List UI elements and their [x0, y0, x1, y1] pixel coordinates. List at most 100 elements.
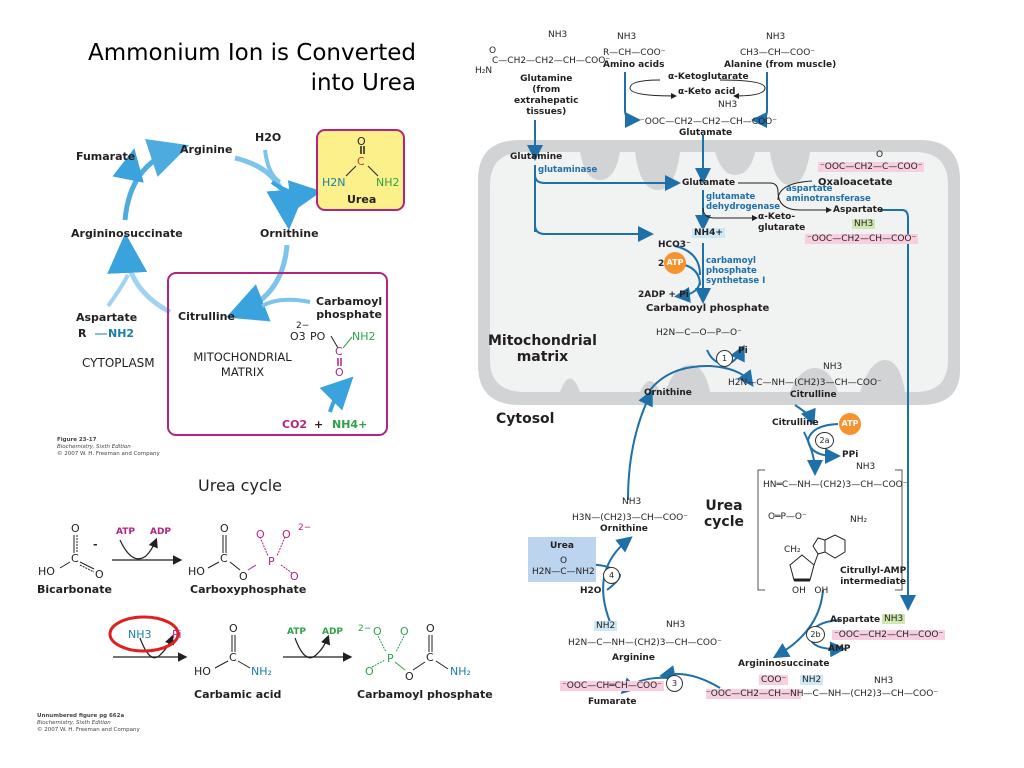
mitochondrial-matrix-label: Mitochondrial matrix — [488, 333, 597, 365]
glutamine-label-2: (from — [532, 85, 561, 95]
urea-label: Urea — [347, 193, 377, 206]
cytosol-citrulline: Citrulline — [772, 418, 819, 428]
adp-pi: 2ADP + Pi — [638, 290, 689, 300]
carbamoyl-p-o1: O — [373, 625, 382, 638]
label-arginine: Arginine — [180, 143, 233, 156]
alpha-keto-acid: α-Keto acid — [678, 87, 736, 97]
carboxy-p-o3: O — [290, 570, 299, 583]
carbamoyl-line-2: phosphate — [316, 308, 382, 321]
carboxy-ho: HO — [188, 565, 205, 578]
mito-line-1: MITOCHONDRIAL — [193, 350, 292, 364]
enzyme-glutamate-dehydrogenase: glutamate dehydrogenase — [706, 192, 780, 212]
camp-line-2: intermediate — [840, 577, 907, 587]
amino-acids-label: Amino acids — [603, 60, 665, 70]
cps1-line-3: synthetase I — [706, 276, 766, 286]
gdh-line-1: glutamate — [706, 192, 756, 202]
reaction1-atp: ATP — [116, 527, 136, 537]
mitochondrial-box — [167, 272, 388, 436]
subtitle-urea-cycle: Urea cycle — [198, 476, 283, 495]
carboxy-p: P — [268, 555, 275, 568]
label-ornithine: Ornithine — [260, 227, 319, 240]
argininosuccinate-nh2: NH2 — [800, 675, 824, 685]
arginine-label: Arginine — [612, 653, 655, 663]
fumarate-formula: ⁻OOC—CH═CH—COO⁻ — [560, 681, 664, 691]
glutamine-formula-text: C—CH2—CH2—CH—COO⁻ — [492, 56, 611, 66]
carbamoyl-p-o2: O — [400, 625, 409, 638]
amp: AMP — [828, 644, 851, 654]
carbamoyl-nh2: NH2 — [352, 330, 376, 343]
uc-line-1: Urea — [705, 498, 743, 514]
carbamoyl-line-1: Carbamoyl — [316, 295, 383, 308]
cytosol-aspartate: Aspartate — [830, 615, 881, 625]
simple-cycle-arrows — [59, 129, 449, 671]
figure-caption-1: Figure 23-17 Biochemistry, Sixth Edition… — [57, 437, 160, 458]
title-line-1: Ammonium Ion is Converted — [88, 40, 416, 66]
two-atp-count: 2 — [658, 259, 665, 269]
carbamoyl-p-o3: O — [365, 665, 374, 678]
arginine-nh2: NH2 — [594, 621, 618, 631]
fumarate-label: Fumarate — [588, 697, 637, 707]
arrow-ornithine-to-citrulline — [226, 244, 290, 322]
step-4-badge: 4 — [603, 567, 620, 584]
akg-line-2: glutarate — [758, 223, 806, 233]
carboxy-o-top: O — [220, 522, 229, 535]
carbamoyl-p-c: C — [426, 651, 434, 664]
oxaloacetate-label: Oxaloacetate — [818, 177, 893, 188]
carbamic-nh2: NH₂ — [251, 665, 272, 678]
oxaloacetate-o: O — [876, 150, 884, 160]
carbamoyl-p-charge: 2− — [358, 624, 372, 634]
uc-line-2: cycle — [704, 514, 745, 530]
urea-box — [316, 129, 405, 211]
bicarb-o-right: O — [95, 568, 104, 581]
urea-c: C — [357, 155, 365, 168]
carboxy-o-bridge: O — [239, 570, 248, 583]
ornithine-label: Ornithine — [600, 524, 648, 534]
argininosuccinate-nh3: NH3 — [874, 676, 894, 686]
arrow-citrulline-to-argsucc — [107, 233, 172, 315]
reaction2-pi: Pi — [172, 628, 182, 641]
urea-product-label: Urea — [550, 541, 574, 551]
reaction1-adp: ADP — [150, 527, 172, 537]
arginine-formula: H2N—C—NH—(CH2)3—CH—COO⁻ — [568, 638, 722, 648]
arrow-to-fumarate — [112, 148, 144, 183]
citrulline-label: Citrulline — [790, 390, 837, 400]
bicarb-o-top: O — [71, 522, 80, 535]
step-3-badge: 3 — [666, 675, 683, 692]
label-nh4: NH4+ — [332, 418, 368, 431]
hco3: HCO3⁻ — [658, 240, 691, 250]
glutamine-label-4: tissues) — [526, 107, 567, 117]
caption-2-line-2: Biochemistry, Sixth Edition — [37, 720, 111, 726]
carboxy-charge: 2− — [298, 523, 312, 533]
caption-1-line-1: Figure 23-17 — [57, 437, 97, 443]
aat-line-1: aspartate — [786, 184, 833, 194]
carbamoyl-o: O — [335, 366, 344, 379]
reaction2-nh3: NH3 — [128, 628, 152, 641]
reaction2-atp: ATP — [287, 627, 307, 637]
arrow-carbamoyl-in — [261, 297, 311, 308]
arginine-nh3: NH3 — [666, 620, 686, 630]
cytosol-aspartate-formula: ⁻OOC—CH2—CH—COO⁻ — [832, 630, 946, 640]
camp-line-1: Citrullyl-AMP — [840, 566, 907, 576]
citrulline-nh3: NH3 — [823, 362, 843, 372]
carboxy-c: C — [220, 552, 228, 565]
label-aspartate: Aspartate — [76, 311, 138, 324]
urea-product-o: O — [560, 556, 568, 566]
argininosuccinate-formula: ⁻OOC—CH2—CH—NH—C—NH—(CH2)3—CH—COO⁻ — [706, 689, 939, 699]
step-2a-badge: 2a — [815, 432, 834, 449]
mito-glutamate: Glutamate — [682, 178, 736, 188]
urea-cycle-label: Urea cycle — [704, 498, 744, 530]
oxaloacetate-formula: ⁻OOC—CH2—C—COO⁻ — [818, 162, 925, 172]
step-1-badge: 1 — [716, 350, 733, 367]
glutamine-nh3: NH3 — [548, 30, 568, 40]
label-carbamoyl-phosphate-2: Carbamoyl phosphate — [357, 688, 493, 701]
carbamoyl-p-o-bridge: O — [405, 670, 414, 683]
aspartate-nh2: NH2 — [108, 327, 135, 340]
caption-1-line-2: Biochemistry, Sixth Edition — [57, 444, 131, 450]
carbamoyl-p-o-top: O — [426, 622, 435, 635]
atp-badge-2: ATP — [839, 413, 861, 435]
ornithine-formula: H3N—(CH2)3—CH—COO⁻ — [572, 513, 689, 523]
urea-product-box — [528, 537, 596, 582]
label-carbamoyl-phosphate: Carbamoyl phosphate — [316, 295, 382, 321]
alanine-label: Alanine (from muscle) — [724, 60, 837, 70]
mito-ornithine: Ornithine — [644, 388, 692, 398]
